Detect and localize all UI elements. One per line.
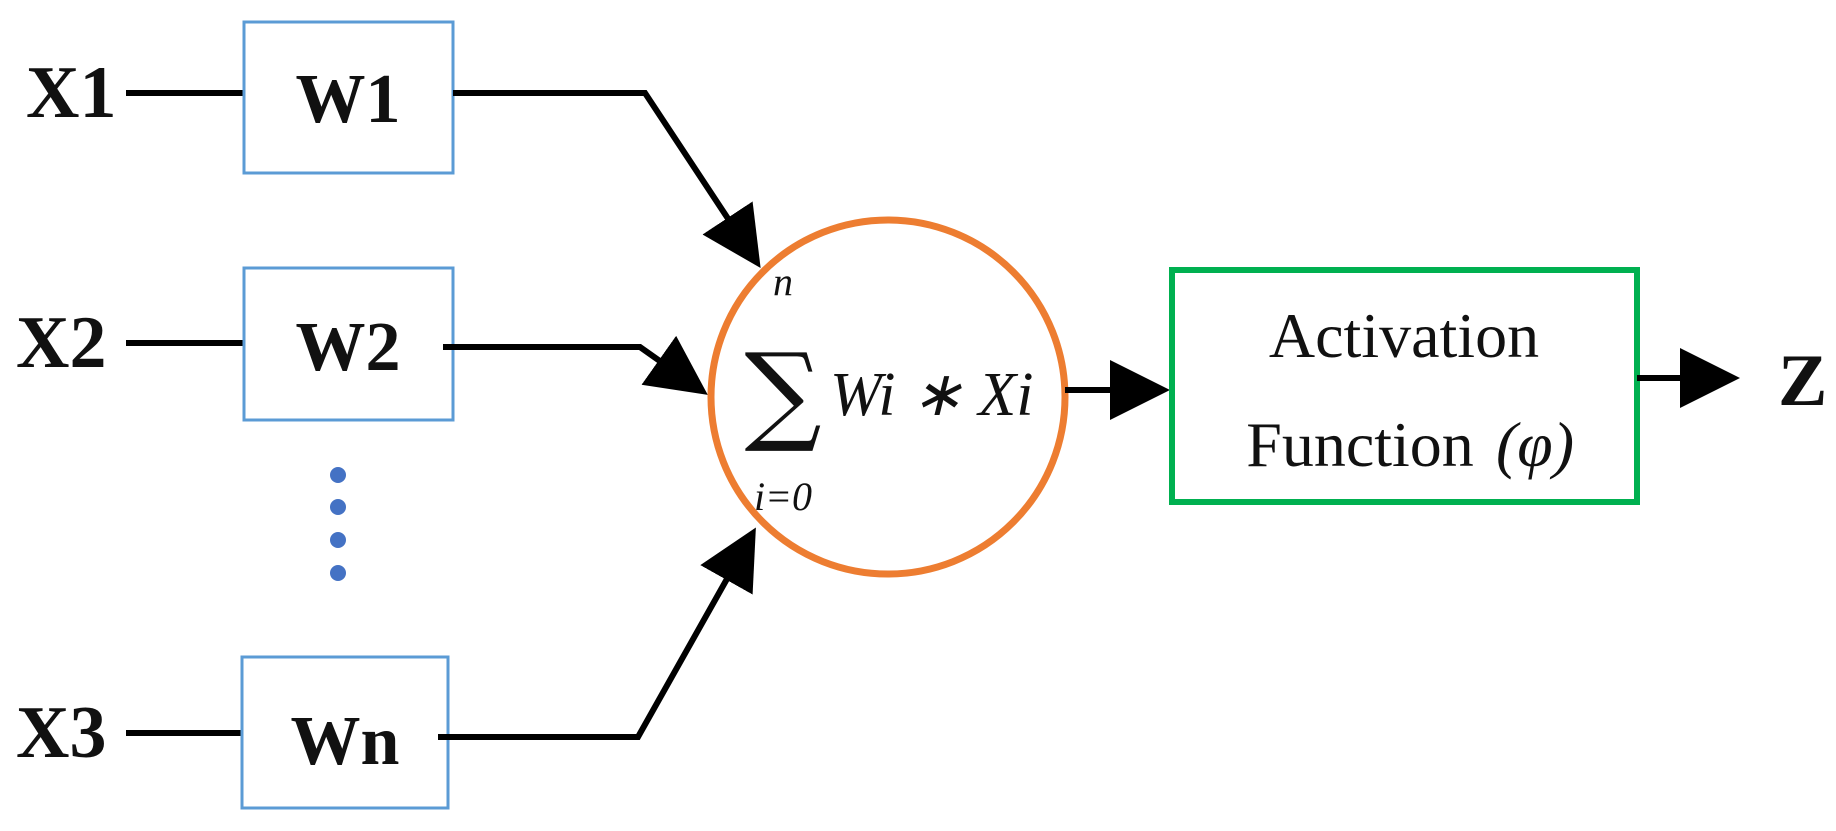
weight-label-w2: W2 <box>296 309 401 386</box>
weight-box-w1 <box>242 20 455 175</box>
activation-function-label: Function <box>1246 409 1474 480</box>
sigma-symbol: ∑ <box>744 331 821 456</box>
activation-function: Activation Function (φ) <box>1169 267 1640 505</box>
sum-expression: Wi ∗ Xi <box>830 361 1034 429</box>
input-row-1: X1 W1 <box>26 20 455 175</box>
input-label-x3: X3 <box>16 692 106 774</box>
arrow-wn-to-sum <box>438 527 756 740</box>
activation-box <box>1169 267 1640 505</box>
input-row-3: X3 Wn <box>16 655 450 810</box>
arrow-w1-to-sum <box>453 90 761 269</box>
activation-title: Activation <box>1269 300 1539 371</box>
input-row-2: X2 W2 <box>16 266 455 422</box>
weight-box-wn <box>240 655 450 810</box>
weight-box-w2 <box>242 266 455 422</box>
ellipsis-dots <box>330 467 346 581</box>
input-label-x2: X2 <box>16 302 106 384</box>
summation-circle <box>707 216 1069 578</box>
output-label-z: Z <box>1778 340 1827 422</box>
input-label-x1: X1 <box>26 52 116 134</box>
sum-upper-limit: n <box>773 259 793 304</box>
activation-symbol: (φ) <box>1496 409 1574 480</box>
arrow-w2-to-sum <box>443 335 708 395</box>
weight-label-w1: W1 <box>296 61 401 138</box>
weight-label-wn: Wn <box>291 703 400 780</box>
sum-lower-limit: i=0 <box>754 474 812 519</box>
summation-node: n ∑ i=0 Wi ∗ Xi <box>707 216 1069 578</box>
